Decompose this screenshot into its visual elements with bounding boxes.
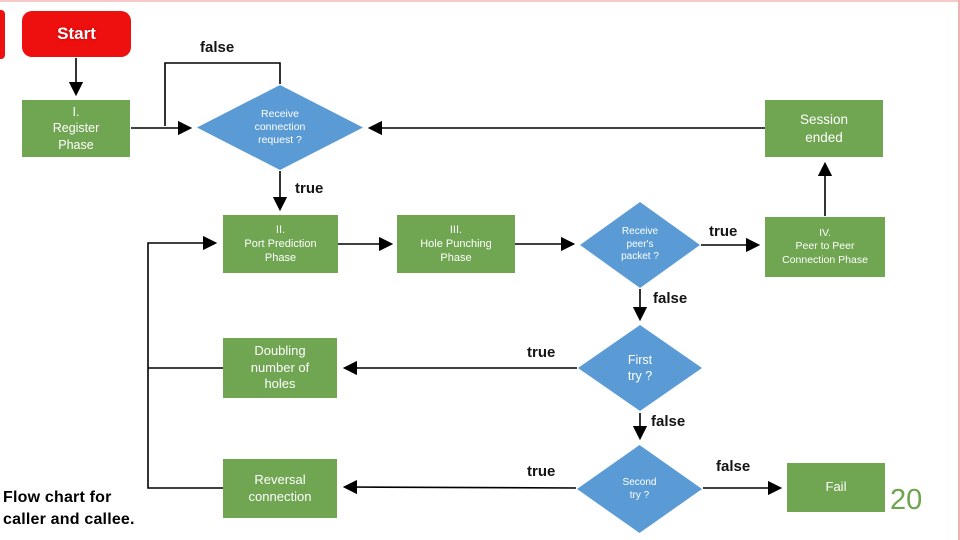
receive-peers-packet-decision: Receive peer's packet ? bbox=[580, 202, 700, 288]
peer-to-peer-connection-phase-node: IV. Peer to Peer Connection Phase bbox=[765, 217, 885, 277]
slide-border-right bbox=[958, 0, 960, 540]
edge-label-second-try-true: true bbox=[527, 463, 556, 480]
session-ended-node: Session ended bbox=[765, 100, 883, 157]
doubling-number-of-holes-node: Doubling number of holes bbox=[223, 338, 337, 398]
edge-label-receive-request-true: true bbox=[295, 180, 324, 197]
edge-label-second-try-false: false bbox=[716, 458, 751, 475]
slide-caption: Flow chart for caller and callee. bbox=[3, 489, 135, 528]
register-phase-node: I. Register Phase bbox=[22, 100, 130, 157]
port-prediction-phase-node: II. Port Prediction Phase bbox=[223, 215, 338, 273]
first-try-decision: First try ? bbox=[578, 325, 702, 411]
edge-label-first-try-true: true bbox=[527, 344, 556, 361]
fail-node: Fail bbox=[787, 463, 885, 512]
edge-label-receive-request-false: false bbox=[200, 39, 235, 56]
hole-punching-phase-node: III. Hole Punching Phase bbox=[397, 215, 515, 273]
receive-connection-request-decision: Receive connection request ? bbox=[197, 85, 363, 170]
slide-border-top bbox=[0, 0, 960, 2]
edge-label-first-try-false: false bbox=[651, 413, 686, 430]
second-try-decision: Second try ? bbox=[577, 445, 702, 533]
edge-label-receive-packet-false: false bbox=[653, 290, 688, 307]
edge-label-receive-packet-true: true bbox=[709, 223, 738, 240]
red-edge-decoration bbox=[0, 10, 5, 59]
page-number: 20 bbox=[890, 484, 923, 516]
start-node: Start bbox=[22, 11, 131, 57]
reversal-connection-node: Reversal connection bbox=[223, 459, 337, 518]
